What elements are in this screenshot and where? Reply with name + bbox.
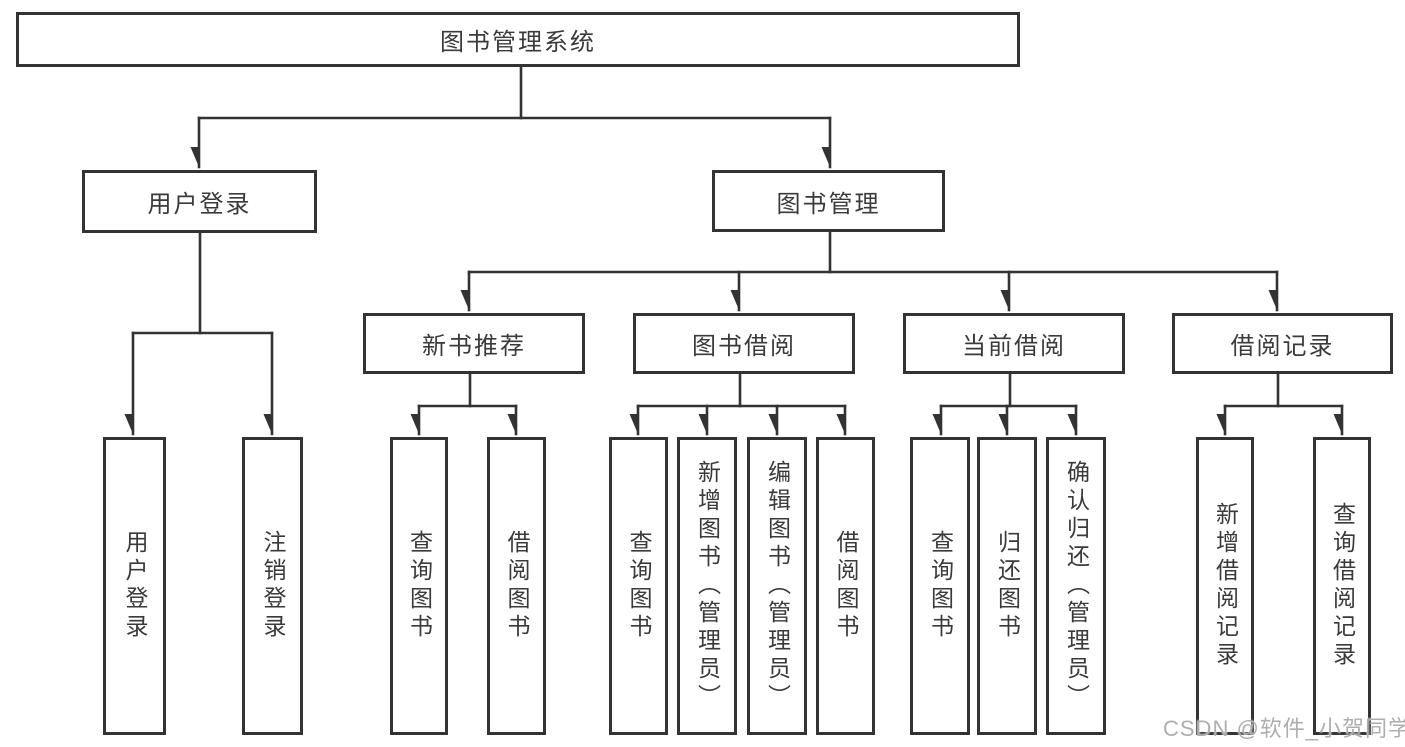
node-user-login: 用户登录: [82, 170, 317, 233]
node-book-borrow: 图书借阅: [633, 313, 855, 374]
node-current-borrow: 当前借阅: [903, 313, 1125, 374]
leaf-confirm-return-admin: 确认归还（管理员）: [1046, 437, 1106, 735]
leaf-current-query-books: 查询图书: [910, 437, 970, 735]
csdn-watermark: CSDN @软件_小贺同学: [1163, 716, 1405, 741]
leaf-add-books-admin: 新增图书（管理员）: [677, 437, 737, 735]
leaf-borrow-books: 借阅图书: [816, 437, 875, 735]
node-new-book-recommend: 新书推荐: [363, 313, 585, 374]
leaf-return-books: 归还图书: [977, 437, 1037, 735]
leaf-logout: 注销登录: [242, 437, 303, 735]
leaf-recommend-borrow-books: 借阅图书: [487, 437, 546, 735]
leaf-edit-books-admin: 编辑图书（管理员）: [747, 437, 807, 735]
leaf-recommend-query-books: 查询图书: [390, 437, 448, 735]
leaf-query-borrow-record: 查询借阅记录: [1313, 437, 1371, 735]
node-borrow-records: 借阅记录: [1172, 313, 1393, 374]
leaf-add-borrow-record: 新增借阅记录: [1196, 437, 1254, 735]
leaf-borrow-query-books: 查询图书: [609, 437, 668, 735]
node-root-system: 图书管理系统: [16, 12, 1020, 67]
node-book-management: 图书管理: [712, 170, 945, 232]
leaf-user-login: 用户登录: [103, 437, 166, 735]
